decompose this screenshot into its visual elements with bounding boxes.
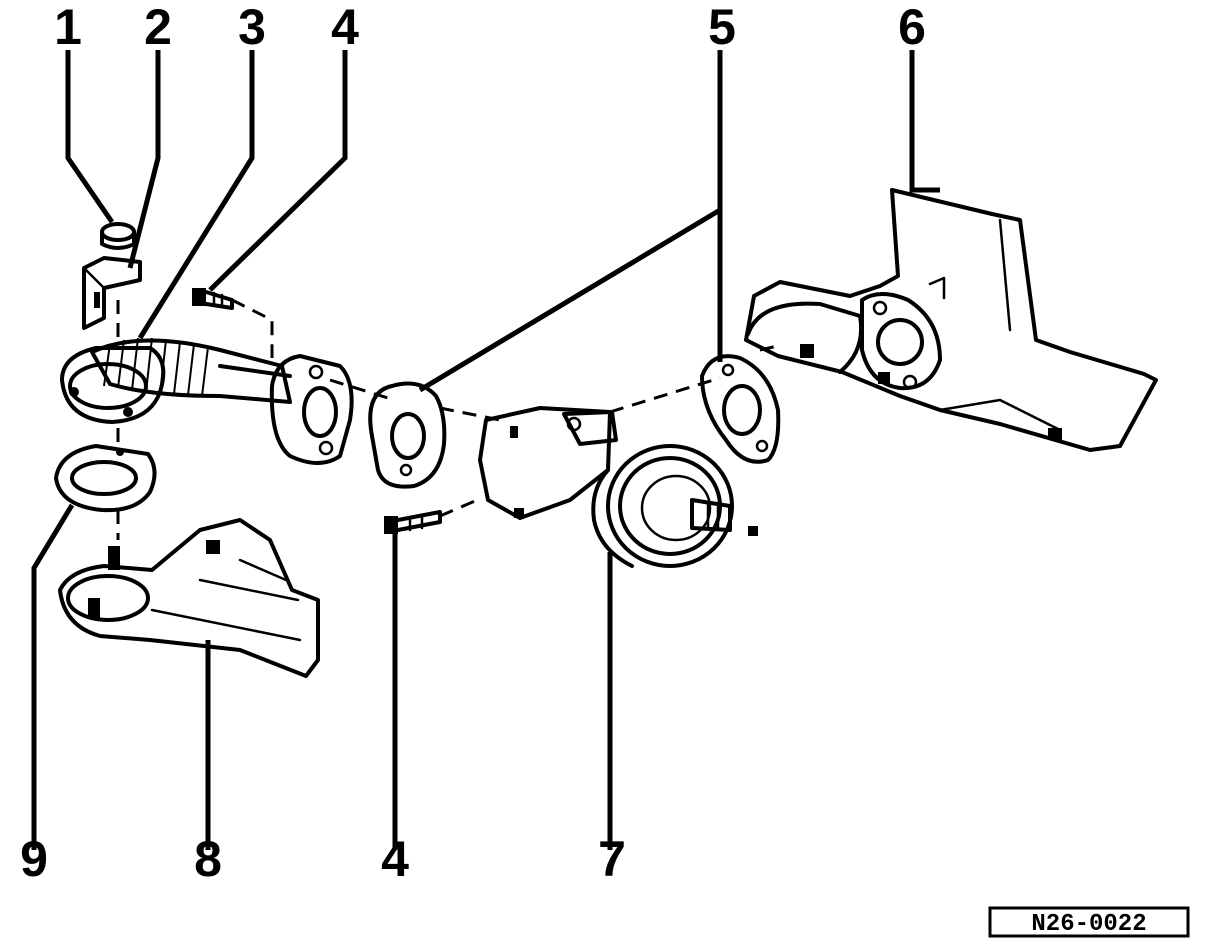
reference-code: N26-0022 (1031, 911, 1146, 938)
callout-7: 7 (598, 831, 626, 887)
gasket-lower-left-part (54, 444, 157, 513)
leader-4-top (208, 50, 348, 292)
leader-9 (31, 503, 75, 850)
callout-2: 2 (144, 0, 172, 55)
assembly-lines (116, 298, 783, 540)
callout-1: 1 (54, 0, 82, 55)
bolt-upper-part (192, 288, 234, 310)
leader-lines (31, 50, 940, 850)
gasket-right-part (700, 354, 781, 464)
callout-4-top: 4 (331, 0, 359, 55)
leader-5a (418, 50, 723, 393)
exhaust-manifold-part (58, 518, 320, 678)
dash-bolt-upper (231, 298, 274, 358)
bracket-part (82, 256, 142, 330)
callout-labels: 1 2 3 4 5 6 9 8 4 7 (20, 0, 926, 887)
intake-manifold-part (744, 188, 1158, 452)
callout-4-bottom: 4 (381, 831, 409, 887)
egr-valve-part (478, 406, 758, 568)
callout-3: 3 (238, 0, 266, 55)
dash-flange-gasket (329, 378, 389, 400)
nut-part (100, 222, 136, 250)
reference-code-box: N26-0022 (988, 906, 1190, 938)
callout-5: 5 (708, 0, 736, 55)
leader-1 (65, 50, 115, 224)
dash-bolt-lower (439, 496, 483, 518)
leader-3 (137, 50, 255, 340)
gasket-left-part (368, 381, 447, 489)
callout-9: 9 (20, 831, 48, 887)
leader-2 (127, 50, 161, 269)
bolt-lower-part (384, 510, 442, 534)
flexible-pipe-part (60, 337, 354, 465)
leader-6 (909, 50, 940, 193)
callout-6: 6 (898, 0, 926, 55)
callout-8: 8 (194, 831, 222, 887)
